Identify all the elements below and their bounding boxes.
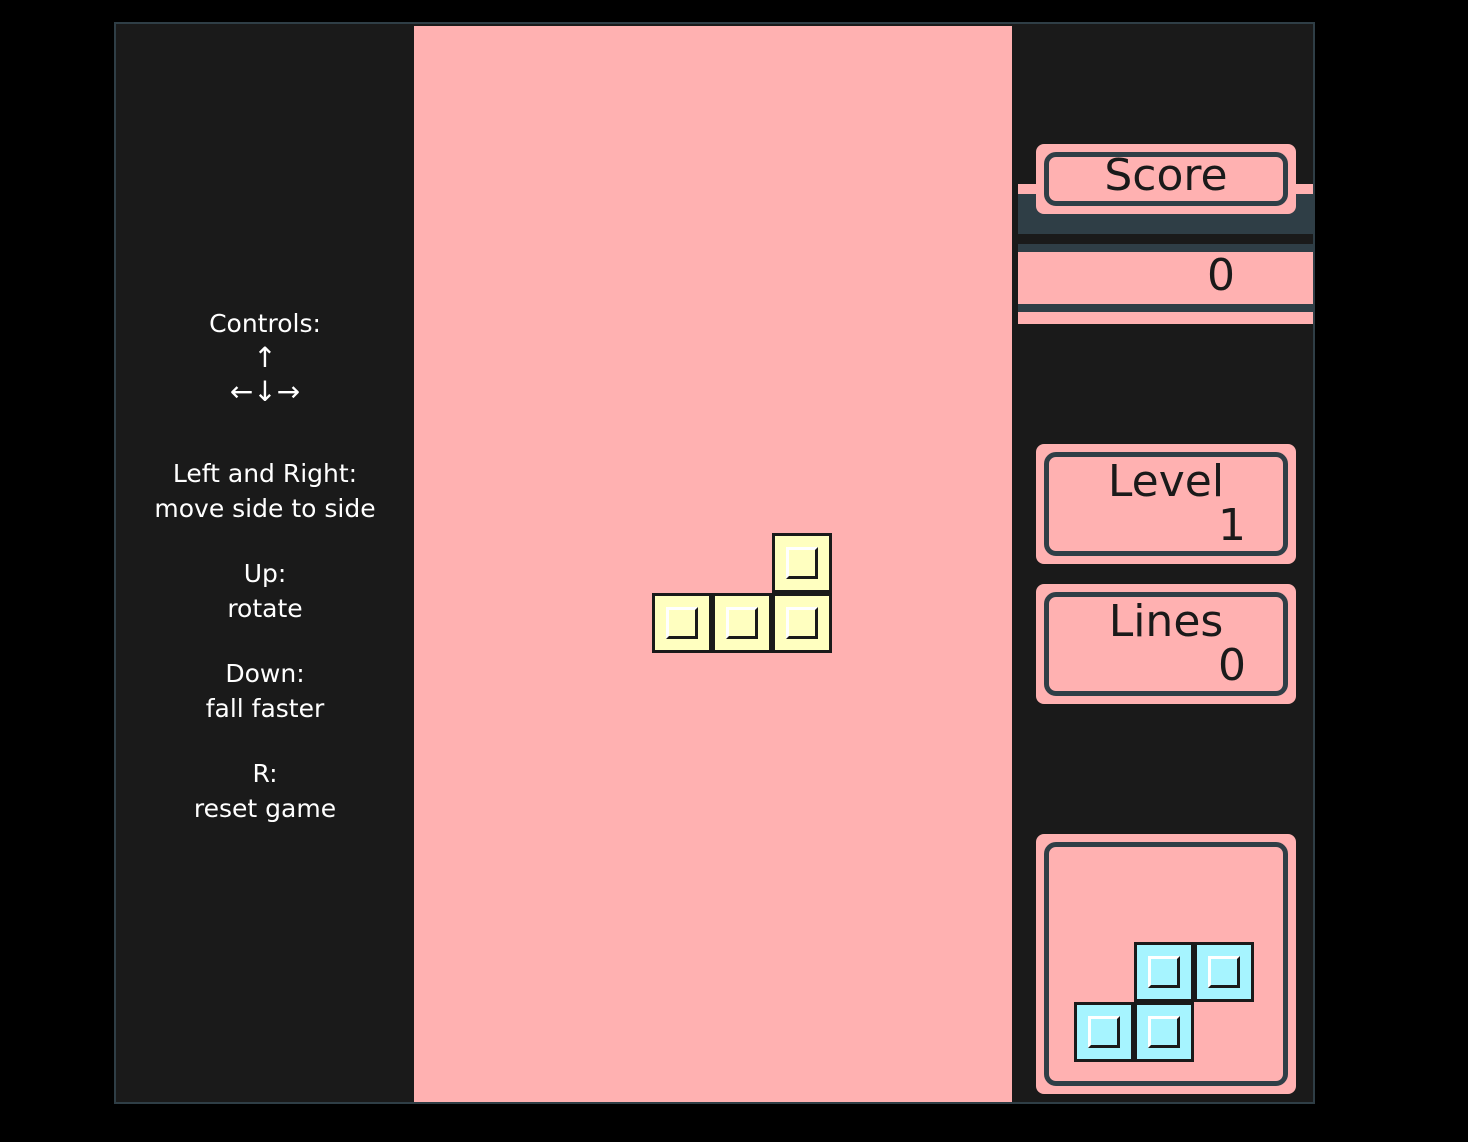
control-left-right-desc: move side to side bbox=[154, 494, 376, 523]
controls-heading-block: Controls: ↑ ←↓→ bbox=[116, 306, 414, 409]
active-piece-block bbox=[712, 593, 772, 653]
block-bevel-icon bbox=[1208, 956, 1240, 988]
controls-heading: Controls: bbox=[209, 309, 321, 338]
control-up: Up: rotate bbox=[116, 556, 414, 626]
score-label-box: Score bbox=[1036, 144, 1296, 214]
control-up-title: Up: bbox=[243, 559, 287, 588]
score-display: 0 bbox=[1018, 184, 1313, 324]
next-piece-block bbox=[1074, 1002, 1134, 1062]
level-value: 1 bbox=[1218, 500, 1246, 551]
score-value: 0 bbox=[1207, 250, 1235, 301]
block-bevel-icon bbox=[1148, 956, 1180, 988]
control-reset-title: R: bbox=[252, 759, 278, 788]
block-bevel-icon bbox=[786, 547, 818, 579]
active-piece bbox=[652, 533, 835, 656]
score-label: Score bbox=[1104, 150, 1228, 201]
control-up-desc: rotate bbox=[227, 594, 303, 623]
control-down-title: Down: bbox=[225, 659, 305, 688]
block-bevel-icon bbox=[786, 607, 818, 639]
block-bevel-icon bbox=[726, 607, 758, 639]
control-reset-desc: reset game bbox=[193, 794, 337, 823]
controls-panel: Controls: ↑ ←↓→ Left and Right: move sid… bbox=[116, 24, 414, 1102]
next-piece-block bbox=[1134, 942, 1194, 1002]
control-left-right-title: Left and Right: bbox=[172, 459, 358, 488]
control-down-desc: fall faster bbox=[205, 694, 325, 723]
next-piece-block bbox=[1194, 942, 1254, 1002]
level-label: Level bbox=[1107, 456, 1225, 507]
block-bevel-icon bbox=[666, 607, 698, 639]
lines-box: Lines 0 bbox=[1036, 584, 1296, 704]
game-frame: Controls: ↑ ←↓→ Left and Right: move sid… bbox=[114, 22, 1315, 1104]
control-down: Down: fall faster bbox=[116, 656, 414, 726]
arrow-keys-icon: ←↓→ bbox=[229, 375, 301, 408]
game-board[interactable] bbox=[414, 26, 1012, 1102]
level-box: Level 1 bbox=[1036, 444, 1296, 564]
active-piece-block bbox=[772, 593, 832, 653]
block-bevel-icon bbox=[1148, 1016, 1180, 1048]
active-piece-block bbox=[652, 593, 712, 653]
next-piece-block bbox=[1134, 1002, 1194, 1062]
lines-value: 0 bbox=[1218, 640, 1246, 691]
next-piece bbox=[1074, 942, 1257, 1065]
lines-label: Lines bbox=[1108, 596, 1224, 647]
active-piece-block bbox=[772, 533, 832, 593]
next-piece-box bbox=[1036, 834, 1296, 1094]
control-reset: R: reset game bbox=[116, 756, 414, 826]
block-bevel-icon bbox=[1088, 1016, 1120, 1048]
arrow-up-icon: ↑ bbox=[253, 341, 277, 374]
control-left-right: Left and Right: move side to side bbox=[116, 456, 414, 526]
